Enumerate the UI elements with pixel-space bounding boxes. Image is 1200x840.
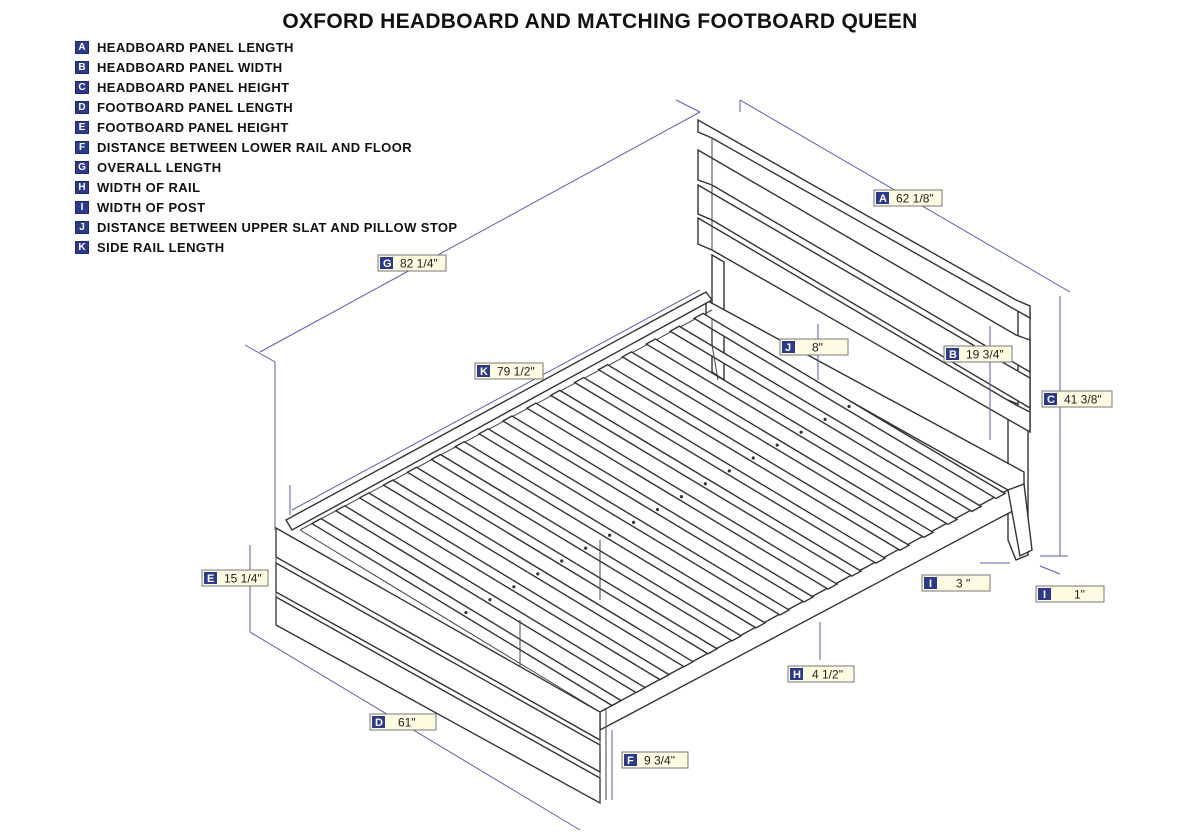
slat-screw bbox=[608, 533, 612, 537]
dimension-key: G bbox=[383, 258, 392, 270]
dimension-value: 61" bbox=[398, 716, 416, 730]
legend-key: D bbox=[75, 100, 89, 114]
legend-key: H bbox=[75, 181, 89, 195]
slat-screw bbox=[823, 417, 827, 421]
legend-key: F bbox=[75, 141, 89, 155]
footboard bbox=[275, 483, 1033, 805]
legend-key: A bbox=[75, 40, 89, 54]
legend-item: A HEADBOARD PANEL LENGTH bbox=[75, 37, 458, 57]
slat-screw bbox=[560, 559, 564, 563]
legend-item: H WIDTH OF RAIL bbox=[75, 178, 458, 198]
headboard bbox=[697, 118, 1031, 561]
dimension-value: 9 3/4" bbox=[644, 754, 675, 768]
dimension-value: 3 " bbox=[956, 577, 970, 591]
dimension-value: 79 1/2" bbox=[497, 365, 535, 379]
dimension-value: 82 1/4" bbox=[400, 257, 438, 271]
dimension-value: 19 3/4" bbox=[966, 348, 1004, 362]
legend-item: I WIDTH OF POST bbox=[75, 198, 458, 218]
legend-label: DISTANCE BETWEEN LOWER RAIL AND FLOOR bbox=[97, 140, 412, 156]
legend-label: FOOTBOARD PANEL LENGTH bbox=[97, 99, 294, 115]
dimension-key: I bbox=[1043, 589, 1046, 601]
dimension-key: C bbox=[1047, 394, 1055, 406]
dimension-label-d: D 61" bbox=[369, 713, 437, 731]
dimension-lines bbox=[244, 99, 1071, 831]
dimension-key: K bbox=[480, 366, 488, 378]
slat-screw bbox=[488, 598, 492, 602]
legend-label: WIDTH OF RAIL bbox=[97, 180, 201, 196]
dimension-label-f: F 9 3/4" bbox=[621, 751, 689, 769]
legend-key: B bbox=[75, 60, 89, 74]
bed-frame bbox=[285, 291, 1025, 732]
dimension-label-i-post: I 3 " bbox=[921, 574, 991, 592]
dimension-label-c: C 41 3/8" bbox=[1041, 390, 1113, 408]
slat-screw bbox=[655, 507, 660, 512]
dimension-label-a: A 62 1/8" bbox=[873, 189, 943, 207]
legend-label: SIDE RAIL LENGTH bbox=[97, 240, 225, 256]
dimension-label-g: G 82 1/4" bbox=[377, 254, 447, 272]
legend-item: F DISTANCE BETWEEN LOWER RAIL AND FLOOR bbox=[75, 137, 458, 157]
legend-key: I bbox=[75, 201, 89, 215]
slat-screw bbox=[631, 520, 636, 524]
dimension-value: 15 1/4" bbox=[224, 572, 262, 586]
legend-key: C bbox=[75, 80, 89, 94]
legend-label: OVERALL LENGTH bbox=[97, 160, 222, 176]
slat-screw bbox=[703, 482, 707, 486]
dimension-label-e: E 15 1/4" bbox=[201, 569, 269, 587]
slats bbox=[310, 312, 1007, 707]
dimension-label-i-leg: I 1" bbox=[1035, 585, 1105, 603]
legend-label: HEADBOARD PANEL WIDTH bbox=[97, 59, 283, 75]
legend-key: G bbox=[75, 161, 89, 175]
legend-item: B HEADBOARD PANEL WIDTH bbox=[75, 57, 458, 77]
slat-screw bbox=[679, 495, 684, 499]
legend-label: WIDTH OF POST bbox=[97, 200, 206, 216]
legend-key: E bbox=[75, 120, 89, 134]
dimension-value: 4 1/2" bbox=[812, 668, 843, 682]
dimension-key: D bbox=[375, 717, 383, 729]
slat-screw bbox=[775, 443, 779, 447]
slat-screw bbox=[847, 404, 851, 409]
legend-item: J DISTANCE BETWEEN UPPER SLAT AND PILLOW … bbox=[75, 218, 458, 238]
legend-item: D FOOTBOARD PANEL LENGTH bbox=[75, 97, 458, 117]
slat-screw bbox=[512, 585, 516, 589]
legend: A HEADBOARD PANEL LENGTH B HEADBOARD PANEL… bbox=[75, 37, 458, 258]
dimension-value: 41 3/8" bbox=[1064, 393, 1102, 407]
dimension-key: B bbox=[949, 349, 957, 361]
dimension-key: J bbox=[785, 342, 791, 354]
dimension-key: I bbox=[929, 578, 932, 590]
slat-screw bbox=[751, 456, 755, 460]
legend-item: G OVERALL LENGTH bbox=[75, 158, 458, 178]
slat-screw bbox=[584, 546, 588, 550]
dimension-value: 62 1/8" bbox=[896, 192, 934, 206]
dimension-value: 1" bbox=[1074, 588, 1085, 602]
slat-screw bbox=[536, 572, 540, 576]
legend-item: K SIDE RAIL LENGTH bbox=[75, 238, 458, 258]
legend-key: J bbox=[75, 221, 89, 235]
legend-item: C HEADBOARD PANEL HEIGHT bbox=[75, 77, 458, 97]
legend-key: K bbox=[75, 241, 89, 255]
dimension-key: A bbox=[879, 193, 887, 205]
slat-screw bbox=[464, 610, 468, 615]
legend-item: E FOOTBOARD PANEL HEIGHT bbox=[75, 117, 458, 137]
legend-label: HEADBOARD PANEL HEIGHT bbox=[97, 79, 290, 95]
legend-label: HEADBOARD PANEL LENGTH bbox=[97, 39, 294, 55]
dimension-label-k: K 79 1/2" bbox=[474, 362, 544, 380]
slat-screw bbox=[799, 430, 803, 434]
dimension-key: H bbox=[793, 669, 801, 681]
dimension-label-j: J 8" bbox=[779, 338, 849, 356]
legend-label: DISTANCE BETWEEN UPPER SLAT AND PILLOW S… bbox=[97, 220, 458, 236]
dimension-label-b: B 19 3/4" bbox=[943, 345, 1013, 363]
dimension-value: 8" bbox=[812, 341, 823, 355]
dimension-key: E bbox=[207, 573, 214, 585]
slat-screw bbox=[727, 469, 731, 473]
dimension-label-h: H 4 1/2" bbox=[787, 665, 855, 683]
diagram-title: OXFORD HEADBOARD AND MATCHING FOOTBOARD … bbox=[282, 10, 918, 33]
legend-label: FOOTBOARD PANEL HEIGHT bbox=[97, 119, 289, 135]
dimension-key: F bbox=[627, 755, 634, 767]
